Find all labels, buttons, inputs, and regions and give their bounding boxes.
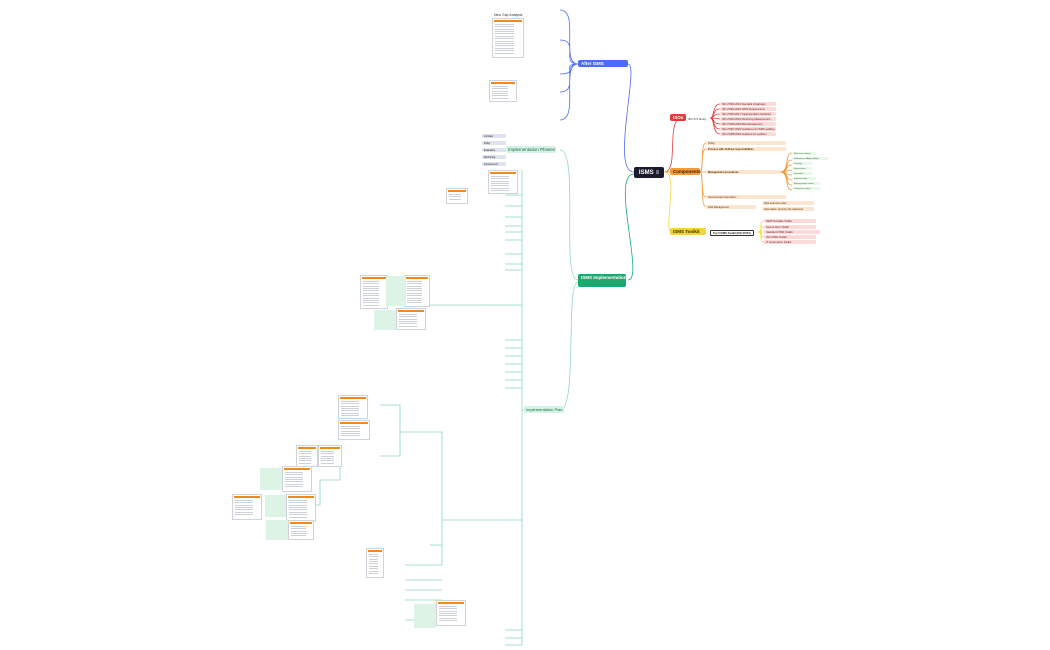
toolkit-item[interactable]: Secure Docs Toolkit (764, 225, 816, 229)
document-thumbnail[interactable] (446, 188, 468, 204)
document-thumbnail[interactable] (338, 420, 370, 440)
risk-item[interactable]: Information security risk treatment (762, 207, 814, 211)
toolkit-item[interactable]: ISMS Template Toolkit (764, 219, 816, 223)
phase-item[interactable]: Evaluation (482, 148, 506, 152)
gap-analysis-title: New Gap Analysis (494, 13, 523, 17)
document-thumbnail[interactable] (286, 494, 316, 522)
note-box[interactable] (260, 468, 282, 490)
menu-lines-icon: ≡ (655, 169, 660, 176)
branch-implementation[interactable]: ISMS Implementation (578, 274, 627, 287)
note-box[interactable] (266, 520, 288, 540)
implementation-plan-node[interactable]: Implementation Plan (524, 406, 565, 413)
connector-toolkit (663, 171, 673, 233)
toolkit-item[interactable]: IT Governance Toolkit (764, 240, 816, 244)
document-thumbnail[interactable] (488, 170, 518, 194)
connector-implementation (624, 173, 635, 281)
component-policy[interactable]: Policy (706, 141, 786, 145)
root-node[interactable]: ISMS ≡ (634, 167, 664, 178)
document-thumbnail[interactable] (232, 494, 262, 520)
note-box[interactable] (386, 276, 406, 306)
iso-item[interactable]: ISO 27004:2016 Monitoring Measurement (720, 117, 776, 121)
iso-item[interactable]: ISO 27003:2017 Implementation Guidance (720, 112, 776, 116)
procedure-item[interactable]: Supervision (792, 167, 812, 170)
procedure-item[interactable]: Corrective action (792, 187, 820, 190)
branch-components[interactable]: Components (670, 168, 701, 175)
connector-isos (663, 117, 683, 173)
toolkit-item[interactable]: Standard 27001 Toolkit (764, 230, 820, 234)
document-thumbnail[interactable] (318, 445, 342, 467)
implementation-phases-node[interactable]: Implementation Phases (506, 146, 556, 153)
connector-after (623, 63, 635, 173)
risk-item[interactable]: Risk treatment plan (762, 201, 814, 205)
document-thumbnail[interactable] (366, 548, 384, 578)
branch-toolkit[interactable]: ISMS Toolkit (670, 228, 706, 235)
document-thumbnail[interactable] (404, 275, 430, 307)
component-risk-management[interactable]: Risk Management (706, 205, 756, 209)
procedure-item[interactable]: Internal audit (792, 177, 816, 180)
document-thumbnail[interactable] (360, 275, 388, 309)
gap-analysis-thumbnail[interactable] (492, 18, 524, 58)
toolkit-node[interactable]: Top 5 ISMS Toolkit (ISO 27001) (710, 230, 754, 236)
document-thumbnail[interactable] (436, 600, 466, 626)
document-thumbnail[interactable] (396, 308, 426, 330)
procedure-item[interactable]: Training (792, 162, 812, 165)
component-process[interactable]: Process with defined responsibilities (706, 147, 786, 151)
component-procedures[interactable]: Management procedures (706, 170, 780, 174)
branch-after-isms[interactable]: After ISMS (578, 60, 628, 67)
document-thumbnail[interactable] (338, 395, 368, 419)
phase-item[interactable]: Improvement (482, 162, 506, 166)
document-thumbnail[interactable] (296, 445, 318, 467)
document-thumbnail[interactable] (288, 520, 314, 540)
note-box[interactable] (414, 604, 436, 628)
toolkit-item[interactable]: ISO 27001 Toolkit (764, 235, 816, 239)
note-box[interactable] (374, 310, 398, 330)
toolkit-label: ISMS Toolkit (673, 229, 700, 234)
document-thumbnail[interactable] (282, 466, 312, 492)
iso-item[interactable]: ISO 27005:2018 Risk Management (720, 122, 776, 126)
iso-family-label[interactable]: ISO 27k family (688, 116, 707, 121)
procedure-item[interactable]: Management review (792, 182, 820, 185)
phase-item[interactable]: Contract (482, 134, 506, 138)
procedure-item[interactable]: Risk assessment (792, 152, 816, 155)
document-thumbnail[interactable] (489, 80, 517, 102)
root-label: ISMS (638, 169, 654, 176)
branch-isos[interactable]: ISOs (670, 114, 687, 121)
iso-item[interactable]: ISO 27002:2022 ISMS Requirements (720, 107, 776, 111)
procedure-item[interactable]: Statement of Applicability (792, 157, 828, 160)
procedure-item[interactable]: Operation (792, 172, 812, 175)
phase-item[interactable]: Policy (482, 141, 506, 145)
phase-item[interactable]: Monitoring (482, 155, 506, 159)
component-documented-info[interactable]: Documented information (706, 195, 786, 199)
iso-item[interactable]: ISO 27001:2013 Standard Vocabulary (720, 102, 776, 106)
note-box[interactable] (265, 495, 287, 517)
iso-item[interactable]: ISO 27008:2019 Guidance for auditors (720, 132, 776, 136)
iso-item[interactable]: ISO 27007:2020 Guidelines for ISMS audit… (720, 127, 776, 131)
